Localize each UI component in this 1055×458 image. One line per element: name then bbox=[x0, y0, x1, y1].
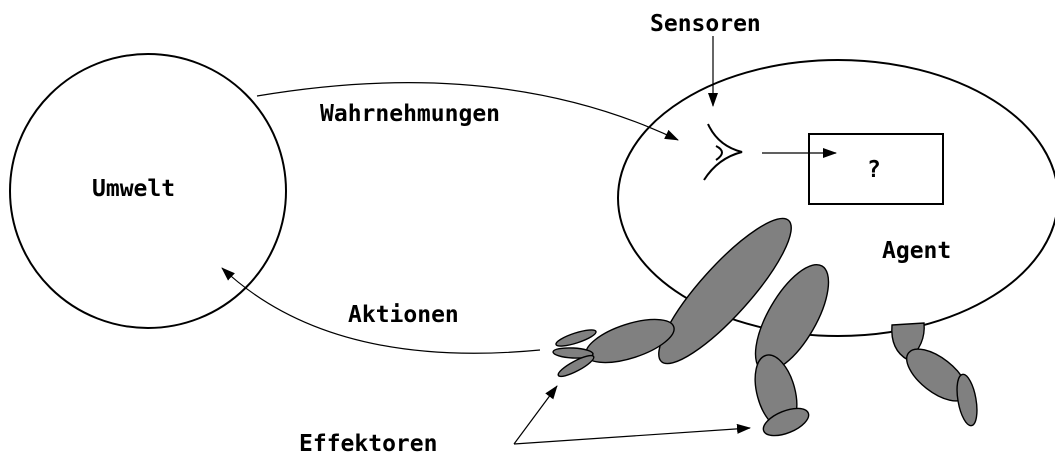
actions-label: Aktionen bbox=[348, 302, 459, 328]
effectors-label: Effektoren bbox=[299, 431, 437, 457]
effectors-pointer-arrow-hand bbox=[514, 386, 557, 444]
sensor-eye-inner-icon bbox=[716, 146, 722, 160]
sensor-eye-icon bbox=[704, 124, 742, 180]
effector-leg-back bbox=[892, 323, 981, 427]
agent-label: Agent bbox=[882, 238, 951, 264]
percepts-label: Wahrnehmungen bbox=[320, 101, 500, 127]
box-question-label: ? bbox=[867, 157, 881, 183]
agent-ellipse bbox=[618, 60, 1055, 336]
sensors-label: Sensoren bbox=[650, 11, 761, 37]
environment-label: Umwelt bbox=[92, 176, 175, 202]
effectors-pointer-arrow-leg bbox=[514, 428, 750, 444]
